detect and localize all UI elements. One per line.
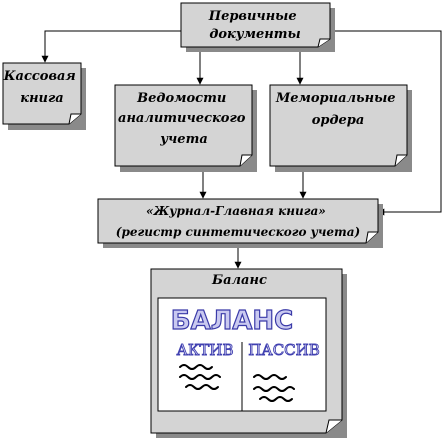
balance-sheet-page: БАЛАНС АКТИВ ПАССИВ <box>157 297 327 412</box>
node-journal-general-ledger: «Журнал-Главная книга» (регистр синтетич… <box>97 198 383 248</box>
analytical-line-3: учета <box>159 132 208 147</box>
svg-text:Первичные документы: Первичные документы <box>208 9 301 42</box>
primary-docs-line-1: Первичные <box>208 9 297 24</box>
journal-line-2: (регистр синтетического учета) <box>116 225 360 239</box>
balance-label: Баланс <box>211 273 267 288</box>
svg-text:Ведомости аналитического: Ведомости аналитического учета <box>118 91 250 147</box>
analytical-line-1: Ведомости <box>136 91 226 106</box>
balance-sheet-title: БАЛАНС <box>171 306 294 336</box>
node-analytical-statements: Ведомости аналитического учета <box>114 84 257 172</box>
journal-line-1: «Журнал-Главная книга» <box>146 204 326 218</box>
cash-book-line-2: книга <box>20 91 63 106</box>
cash-book-line-1: Кассовая <box>3 69 76 84</box>
balance-assets-label: АКТИВ <box>176 341 233 359</box>
balance-liabilities-label: ПАССИВ <box>248 341 320 359</box>
svg-text:Кассовая книга: Кассовая книга <box>3 69 81 106</box>
analytical-line-2: аналитического <box>118 111 246 126</box>
primary-docs-line-2: документы <box>209 27 300 42</box>
arrow-primary-to-cash-book <box>41 30 181 63</box>
node-balance: Баланс БАЛАНС АКТИВ ПАССИВ <box>150 268 347 438</box>
liabilities-squiggles <box>253 374 295 402</box>
svg-text:Мемориальные ордера: Мемориальные ордера <box>275 91 400 128</box>
node-memorial-orders: Мемориальные ордера <box>269 84 412 172</box>
memorial-line-2: ордера <box>312 113 365 128</box>
node-primary-documents: Первичные документы <box>180 2 335 52</box>
node-cash-book: Кассовая книга <box>2 62 86 130</box>
memorial-line-1: Мемориальные <box>275 91 396 106</box>
arrow-primary-to-journal <box>330 30 442 216</box>
assets-squiggles <box>179 364 221 390</box>
svg-text:«Журнал-Главная книга» (: «Журнал-Главная книга» (регистр синтетич… <box>116 204 360 239</box>
